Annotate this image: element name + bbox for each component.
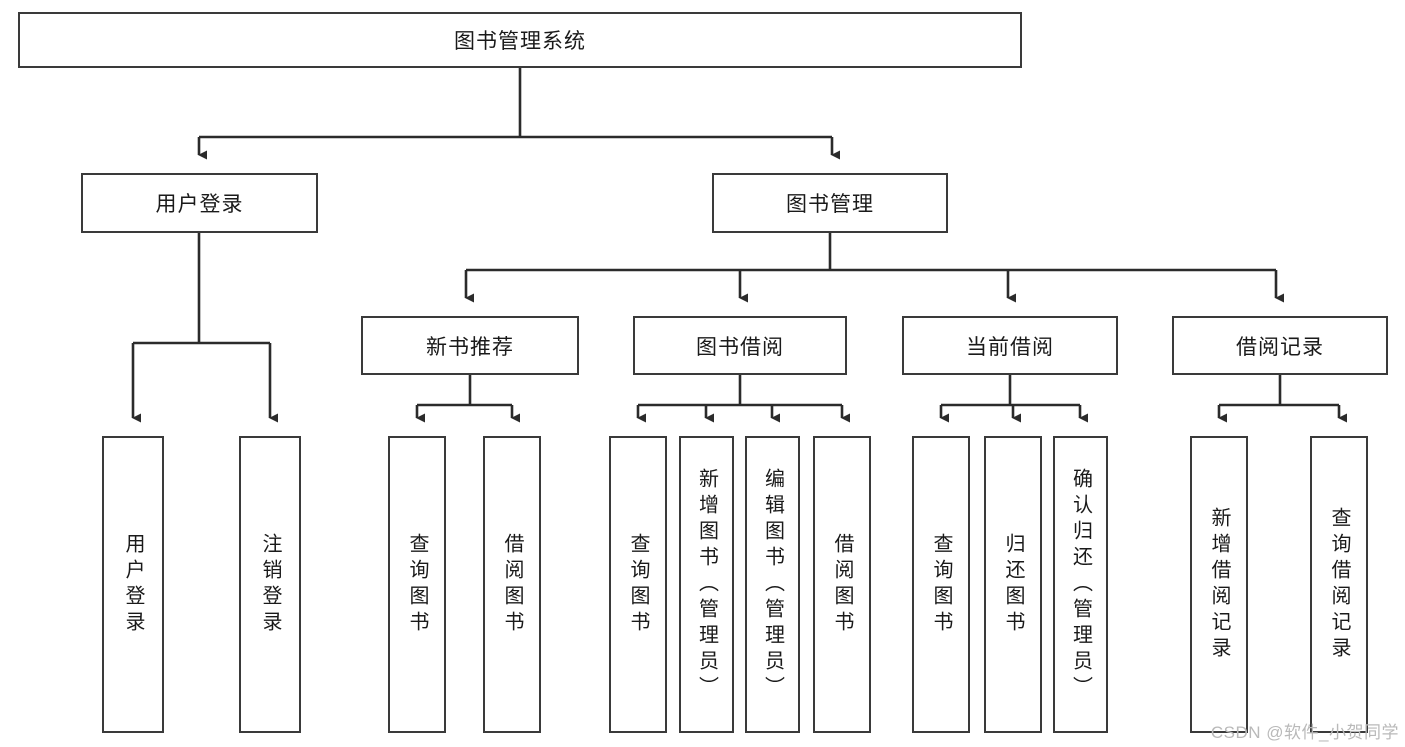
leaf-edit-book-admin-label: 编辑图书（管理员） — [761, 467, 784, 702]
node-book-borrow-label: 图书借阅 — [696, 335, 784, 359]
leaf-user-login[interactable]: 用户登录 — [102, 436, 164, 733]
leaf-borrow-book-recommend-label: 借阅图书 — [501, 532, 523, 637]
node-current-borrow[interactable]: 当前借阅 — [902, 316, 1118, 375]
node-book-manage[interactable]: 图书管理 — [712, 173, 948, 233]
leaf-borrow-book-recommend[interactable]: 借阅图书 — [483, 436, 541, 733]
leaf-query-book-current[interactable]: 查询图书 — [912, 436, 970, 733]
leaf-user-login-label: 用户登录 — [122, 532, 144, 637]
leaf-add-book-admin-label: 新增图书（管理员） — [695, 467, 718, 702]
leaf-query-book-borrow-label: 查询图书 — [627, 532, 649, 637]
node-borrow-record[interactable]: 借阅记录 — [1172, 316, 1388, 375]
node-book-borrow[interactable]: 图书借阅 — [633, 316, 847, 375]
node-borrow-record-label: 借阅记录 — [1236, 335, 1324, 359]
leaf-query-book-recommend[interactable]: 查询图书 — [388, 436, 446, 733]
leaf-query-borrow-record-label: 查询借阅记录 — [1328, 506, 1350, 663]
watermark-text: CSDN @软件_小贺同学 — [1210, 723, 1399, 742]
node-user-login-label: 用户登录 — [155, 193, 244, 216]
leaf-query-book-recommend-label: 查询图书 — [406, 532, 428, 637]
node-user-login[interactable]: 用户登录 — [81, 173, 318, 233]
leaf-borrow-book-label: 借阅图书 — [831, 532, 853, 637]
leaf-edit-book-admin[interactable]: 编辑图书（管理员） — [745, 436, 800, 733]
leaf-return-book-label: 归还图书 — [1002, 532, 1024, 637]
leaf-query-borrow-record[interactable]: 查询借阅记录 — [1310, 436, 1368, 733]
leaf-query-book-borrow[interactable]: 查询图书 — [609, 436, 667, 733]
leaf-add-borrow-record-label: 新增借阅记录 — [1208, 506, 1230, 663]
leaf-borrow-book[interactable]: 借阅图书 — [813, 436, 871, 733]
node-book-manage-label: 图书管理 — [786, 193, 874, 216]
node-current-borrow-label: 当前借阅 — [966, 335, 1054, 359]
leaf-return-book[interactable]: 归还图书 — [984, 436, 1042, 733]
node-new-book-recommend[interactable]: 新书推荐 — [361, 316, 579, 375]
leaf-confirm-return-admin[interactable]: 确认归还（管理员） — [1053, 436, 1108, 733]
leaf-confirm-return-admin-label: 确认归还（管理员） — [1069, 467, 1092, 702]
node-root-label: 图书管理系统 — [454, 30, 586, 53]
leaf-logout-login-label: 注销登录 — [259, 532, 281, 637]
leaf-add-borrow-record[interactable]: 新增借阅记录 — [1190, 436, 1248, 733]
node-new-book-recommend-label: 新书推荐 — [426, 335, 514, 359]
node-root-system[interactable]: 图书管理系统 — [18, 12, 1022, 68]
leaf-logout-login[interactable]: 注销登录 — [239, 436, 301, 733]
leaf-query-book-current-label: 查询图书 — [930, 532, 952, 637]
leaf-add-book-admin[interactable]: 新增图书（管理员） — [679, 436, 734, 733]
